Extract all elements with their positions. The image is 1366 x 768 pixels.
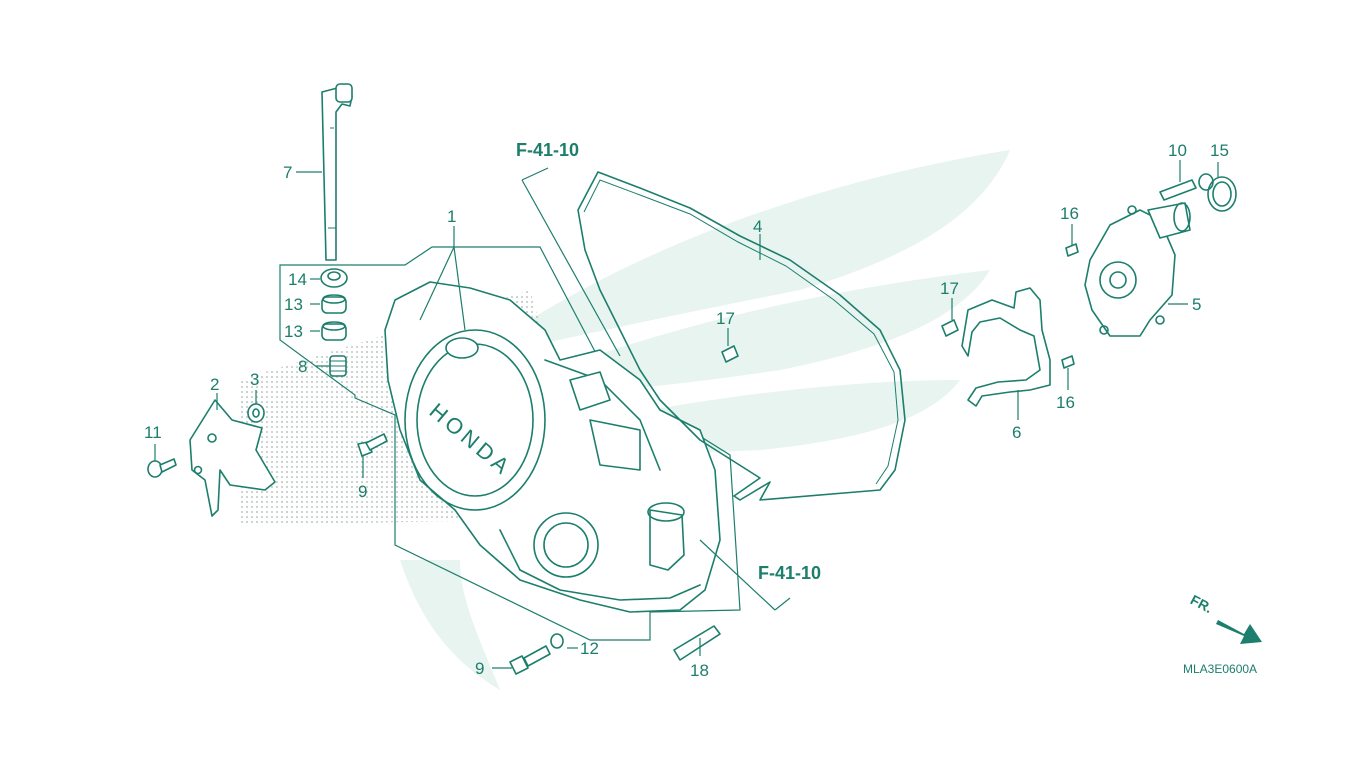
callout-15: 15 bbox=[1210, 141, 1229, 160]
part-1-clutch-cover: HONDA bbox=[384, 281, 721, 613]
part-7-rod bbox=[321, 83, 353, 261]
callout-2: 2 bbox=[210, 375, 219, 394]
part-9-bolt-lower bbox=[509, 645, 551, 675]
part-11-bolt bbox=[147, 458, 177, 478]
part-15-oring bbox=[1207, 176, 1237, 212]
callout-9-upper: 9 bbox=[358, 482, 367, 501]
callout-6: 6 bbox=[1012, 423, 1021, 442]
callout-8: 8 bbox=[298, 357, 307, 376]
callout-1: 1 bbox=[447, 207, 456, 226]
part-17-dowel-b bbox=[941, 319, 959, 337]
ref-bottom-label: F-41-10 bbox=[758, 563, 821, 583]
callout-11: 11 bbox=[144, 423, 162, 442]
callout-17-right: 17 bbox=[940, 279, 959, 298]
part-14-seal bbox=[320, 268, 348, 288]
callout-3: 3 bbox=[250, 370, 259, 389]
part-13-bearing-b bbox=[321, 321, 347, 341]
part-2-bracket bbox=[189, 399, 276, 517]
callout-5: 5 bbox=[1192, 295, 1201, 314]
callout-13-upper: 13 bbox=[284, 295, 303, 314]
callout-leaders bbox=[154, 160, 1219, 669]
assembly-frame bbox=[279, 246, 741, 641]
part-9-bolt-upper bbox=[357, 433, 388, 457]
part-5-water-pump bbox=[1084, 202, 1191, 337]
part-8-spring bbox=[329, 355, 347, 377]
callout-10: 10 bbox=[1168, 141, 1187, 160]
callout-14: 14 bbox=[288, 270, 307, 289]
part-16-dowel-a bbox=[1065, 243, 1079, 257]
diagram-code: MLA3E0600A bbox=[1183, 662, 1257, 676]
ref-leaders bbox=[521, 167, 791, 611]
part-13-bearing-a bbox=[321, 294, 347, 314]
callout-16-lower: 16 bbox=[1056, 393, 1075, 412]
callout-17-left: 17 bbox=[716, 309, 735, 328]
part-12-washer bbox=[550, 633, 564, 649]
part-16-dowel-b bbox=[1061, 355, 1075, 369]
callout-13-lower: 13 bbox=[284, 322, 303, 341]
callout-18: 18 bbox=[690, 661, 709, 680]
part-6-gasket bbox=[961, 287, 1051, 407]
part-10-bolt bbox=[1159, 173, 1214, 201]
callout-7: 7 bbox=[283, 163, 292, 182]
part-18-dowel bbox=[673, 625, 721, 661]
part-4-gasket bbox=[577, 171, 906, 501]
callout-12: 12 bbox=[580, 639, 599, 658]
ref-top-label: F-41-10 bbox=[516, 140, 579, 160]
front-arrow-label: FR. bbox=[1188, 591, 1215, 616]
callout-16-upper: 16 bbox=[1060, 204, 1079, 223]
callout-4: 4 bbox=[753, 217, 762, 236]
part-17-dowel-a bbox=[721, 345, 739, 363]
callout-9-lower: 9 bbox=[475, 659, 484, 678]
part-3-washer bbox=[247, 403, 265, 423]
front-arrow: FR. bbox=[1188, 591, 1262, 644]
